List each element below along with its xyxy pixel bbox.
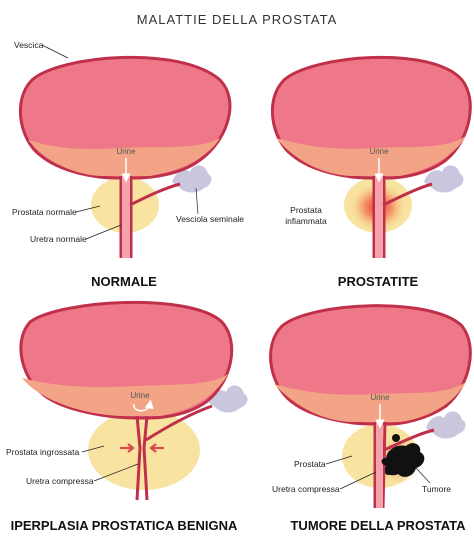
- urethra-lumen: [375, 176, 383, 258]
- prostata-label: Prostata: [294, 459, 326, 469]
- prostata-normale-label: Prostata normale: [12, 207, 77, 217]
- uretra-normale-label: Uretra normale: [30, 234, 87, 244]
- urine-level: [274, 382, 466, 422]
- prostata-ingrossata-label: Prostata ingrossata: [6, 447, 80, 457]
- tumor-mass: [381, 443, 425, 477]
- vescica-leader: [41, 44, 69, 59]
- vas-duct: [145, 404, 213, 442]
- caption-normale: NORMALE: [91, 274, 157, 289]
- vesciola-leader: [195, 187, 199, 215]
- uretra-leader: [85, 224, 122, 240]
- compression-arrow-right: [149, 443, 164, 453]
- prostata-leader: [325, 455, 353, 465]
- urine-level: [276, 136, 466, 176]
- seminal-vesicle: [426, 411, 466, 439]
- urine-label: Urine: [130, 391, 150, 400]
- seminal-vesicle: [172, 165, 212, 193]
- urine-arrow: [133, 399, 154, 412]
- urine-level: [28, 138, 220, 176]
- seminal-vesicle: [424, 165, 464, 193]
- prostata-infiammata-label-line2: infiammata: [285, 216, 327, 226]
- uretra-compressa-label: Uretra compressa: [272, 484, 340, 494]
- prostata-leader: [81, 445, 105, 453]
- tumore-leader: [415, 467, 431, 484]
- vescica-label: Vescica: [14, 40, 44, 50]
- tumor-nodule: [392, 434, 400, 442]
- urethra-lumen: [122, 176, 130, 258]
- uretra-leader: [339, 471, 377, 490]
- urethra: [135, 415, 149, 501]
- vas-duct: [382, 182, 433, 207]
- vesciola-label: Vesciola seminale: [176, 214, 244, 224]
- vas-duct: [383, 428, 435, 452]
- uretra-leader: [93, 463, 139, 482]
- panel-bph: Urine Prostata ingrossata Uretra compres…: [6, 300, 248, 533]
- urethra-lumen: [376, 422, 383, 508]
- caption-prostatite: PROSTATITE: [338, 274, 419, 289]
- compression-arrow-left: [120, 443, 135, 453]
- prostata-infiammata-label-line1: Prostata: [290, 205, 322, 215]
- urine-label: Urine: [369, 147, 389, 156]
- urethra: [372, 176, 386, 258]
- panel-cancer: Urine Prostata Uretra compressa Tumore T…: [269, 304, 472, 533]
- caption-tumore: TUMORE DELLA PROSTATA: [290, 518, 466, 533]
- urine-label: Urine: [116, 147, 136, 156]
- caption-iperplasia: IPERPLASIA PROSTATICA BENIGNA: [11, 518, 238, 533]
- main-title: MALATTIE DELLA PROSTATA: [137, 12, 337, 27]
- prostata-leader: [75, 205, 101, 213]
- tumor-nodule: [385, 469, 391, 475]
- tumore-label: Tumore: [422, 484, 451, 494]
- urine-level: [22, 374, 228, 416]
- panel-prostatitis: Urine Prostata infiammata PROSTATITE: [270, 55, 472, 289]
- urethra: [119, 176, 133, 258]
- panel-normal: Urine Vescica Prostata normale Uretra no…: [12, 40, 244, 289]
- vas-duct: [129, 182, 181, 207]
- uretra-compressa-label: Uretra compressa: [26, 476, 94, 486]
- urine-label: Urine: [370, 393, 390, 402]
